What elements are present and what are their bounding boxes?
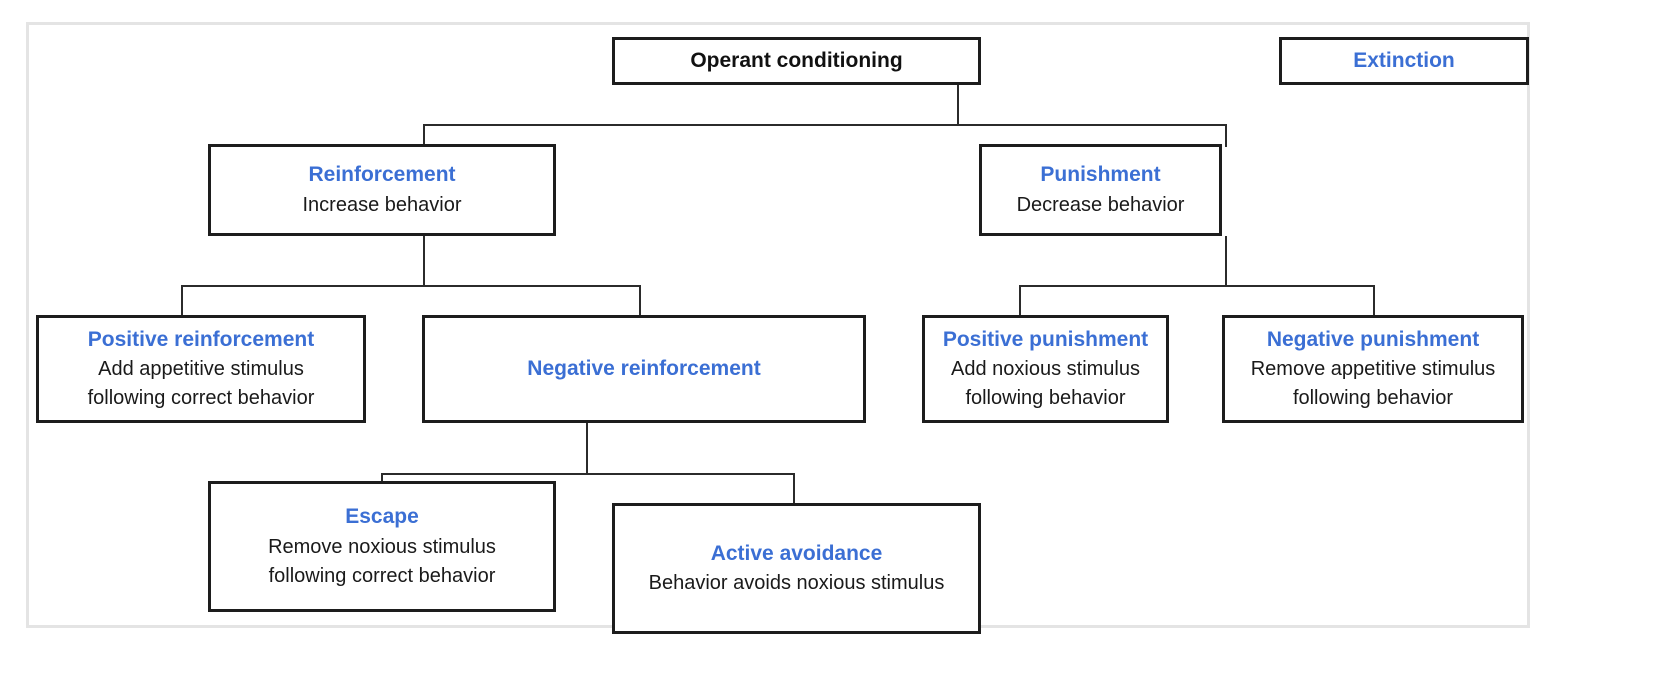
node-escape[interactable]: Escape Remove noxious stimulus following…: [208, 481, 556, 612]
node-operant-conditioning[interactable]: Operant conditioning: [612, 37, 981, 85]
node-reinforcement-heading: Reinforcement: [308, 163, 456, 187]
node-positive-punishment-line-1: Add noxious stimulus: [951, 358, 1140, 381]
node-negative-punishment-line-2: following behavior: [1292, 387, 1454, 410]
node-punishment-line-1: Decrease behavior: [1016, 193, 1185, 216]
connector-to-reinforcement: [423, 124, 425, 147]
connector-root-stem: [957, 84, 959, 124]
node-escape-heading: Escape: [345, 505, 419, 529]
node-extinction-heading: Extinction: [1353, 48, 1455, 72]
connector-level1-bar: [423, 124, 1227, 126]
node-negative-reinforcement[interactable]: Negative reinforcement: [422, 315, 866, 423]
connector-punishment-stem: [1225, 236, 1227, 285]
node-reinforcement-line-1: Increase behavior: [302, 193, 462, 216]
connector-negative-reinforcement-stem: [586, 423, 588, 473]
connector-punishment-bar: [1019, 285, 1373, 287]
node-negative-punishment-heading: Negative punishment: [1266, 327, 1480, 351]
connector-reinforcement-stem: [423, 236, 425, 285]
connector-negative-reinforcement-bar: [381, 473, 793, 475]
node-negative-punishment-line-1: Remove appetitive stimulus: [1250, 358, 1496, 381]
node-punishment-heading: Punishment: [1040, 163, 1161, 187]
connector-reinforcement-bar: [181, 285, 641, 287]
node-active-avoidance-line-1: Behavior avoids noxious stimulus: [648, 572, 945, 595]
connector-to-positive-punishment: [1019, 285, 1021, 315]
node-operant-conditioning-heading: Operant conditioning: [690, 48, 903, 72]
node-punishment[interactable]: Punishment Decrease behavior: [979, 144, 1222, 236]
connector-to-negative-reinforcement: [639, 285, 641, 315]
node-escape-line-2: following correct behavior: [268, 564, 496, 587]
node-positive-reinforcement-heading: Positive reinforcement: [87, 327, 315, 351]
node-reinforcement[interactable]: Reinforcement Increase behavior: [208, 144, 556, 236]
connector-to-punishment: [1225, 124, 1227, 147]
node-negative-punishment[interactable]: Negative punishment Remove appetitive st…: [1222, 315, 1524, 423]
node-positive-punishment[interactable]: Positive punishment Add noxious stimulus…: [922, 315, 1169, 423]
node-positive-reinforcement-line-2: following correct behavior: [87, 387, 315, 410]
node-positive-punishment-line-2: following behavior: [965, 387, 1126, 410]
connector-to-negative-punishment: [1373, 285, 1375, 315]
connector-to-positive-reinforcement: [181, 285, 183, 315]
node-extinction[interactable]: Extinction: [1279, 37, 1529, 85]
node-positive-punishment-heading: Positive punishment: [942, 327, 1149, 351]
diagram-frame: Operant conditioning Extinction Reinforc…: [26, 22, 1530, 634]
node-escape-line-1: Remove noxious stimulus: [268, 535, 496, 558]
node-active-avoidance-heading: Active avoidance: [710, 541, 883, 565]
connector-to-active-avoidance: [793, 473, 795, 503]
node-negative-reinforcement-heading: Negative reinforcement: [527, 356, 761, 380]
node-positive-reinforcement[interactable]: Positive reinforcement Add appetitive st…: [36, 315, 366, 423]
node-positive-reinforcement-line-1: Add appetitive stimulus: [98, 358, 304, 381]
node-active-avoidance[interactable]: Active avoidance Behavior avoids noxious…: [612, 503, 981, 634]
